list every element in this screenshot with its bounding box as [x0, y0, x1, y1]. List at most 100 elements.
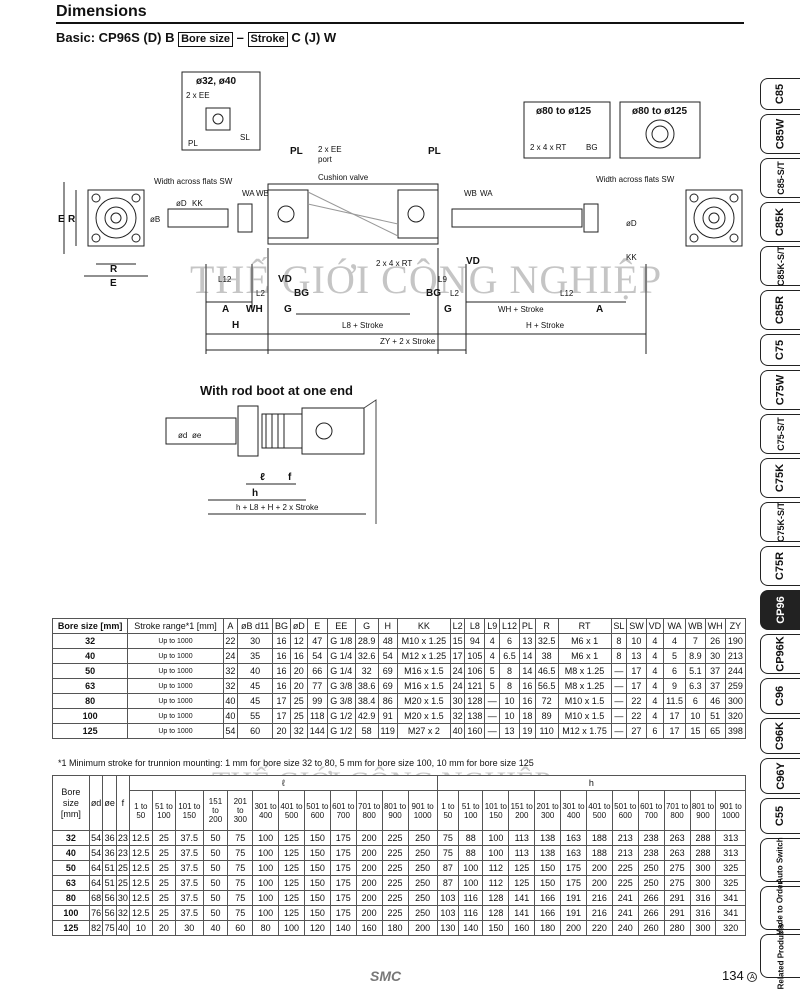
tab-c75r[interactable]: C75R — [760, 546, 800, 586]
tab-c85[interactable]: C85 — [760, 78, 800, 110]
table-cell: 4 — [645, 678, 664, 694]
t1-col-header: L8 — [464, 618, 486, 634]
table-cell: 191 — [560, 890, 587, 906]
table-cell: 6.3 — [685, 678, 706, 694]
tab-made-to-order[interactable]: Made to Order — [760, 881, 800, 935]
tab-cp96k[interactable]: CP96K — [760, 634, 800, 674]
table-cell: Up to 1000 — [127, 678, 224, 694]
table-cell: 4 — [645, 648, 664, 664]
table-cell: — — [610, 708, 628, 724]
table-cell: 26 — [704, 633, 726, 649]
tab-c85k[interactable]: C85K — [760, 202, 800, 242]
table-cell: 213 — [724, 648, 747, 664]
table-cell: 37.5 — [175, 845, 204, 861]
tab-label: C96Y — [774, 762, 787, 790]
table-cell: 16 — [519, 678, 536, 694]
table-cell: 250 — [407, 890, 438, 906]
label-ee-port: 2 x EE — [318, 145, 342, 154]
table-cell: 20 — [289, 678, 308, 694]
table-cell: M16 x 1.5 — [396, 663, 451, 679]
label-kk: KK — [192, 199, 203, 208]
table-cell: 100 — [458, 875, 484, 891]
drawing-labels: ø32, ø40 2 x EE PL SL PL 2 x EE port Cus… — [58, 76, 687, 512]
table-cell: 250 — [407, 830, 438, 846]
model-subtitle: Basic: CP96S (D) B Bore size – Stroke C … — [56, 30, 336, 47]
t2-range-header: 101 to 150 — [175, 790, 204, 831]
label-l9: L9 — [438, 275, 447, 284]
tab-c75-s-t[interactable]: C75-S/T — [760, 414, 800, 454]
table-cell: 138 — [534, 845, 562, 861]
table-cell: 19 — [519, 723, 536, 739]
t2-range-header: 151 to 200 — [508, 790, 536, 831]
table-cell: G 3/8 — [326, 678, 356, 694]
t2-range-header: 501 to 600 — [611, 790, 639, 831]
table-cell: 8.9 — [685, 648, 706, 664]
table-cell: 125 — [278, 890, 305, 906]
table-cell: 20 — [289, 663, 308, 679]
table-cell: 150 — [534, 860, 562, 876]
tab-c55[interactable]: C55 — [760, 798, 800, 834]
tab-cp96[interactable]: CP96 — [760, 590, 800, 630]
table-cell: 6 — [685, 693, 706, 709]
t1-col-header: Stroke range*1 [mm] — [127, 618, 224, 634]
table-cell: 175 — [329, 875, 357, 891]
tab-auto-switch[interactable]: Auto Switch — [760, 837, 800, 883]
table-cell: 241 — [611, 905, 639, 921]
tab-c75k[interactable]: C75K — [760, 458, 800, 498]
tab-c75w[interactable]: C75W — [760, 370, 800, 410]
table-cell: 316 — [689, 905, 717, 921]
table-cell: 20 — [151, 920, 177, 936]
label-wa-right: WA — [480, 189, 493, 198]
tab-label: C85R — [774, 295, 787, 325]
table-cell: 12.5 — [128, 890, 153, 906]
t2-range-header: 501 to 600 — [303, 790, 331, 831]
t2-head-oe: øe — [102, 775, 117, 831]
label-ee2: 2 x EE — [186, 91, 210, 100]
t2-range-header: 201 to 300 — [227, 790, 254, 831]
table-cell: 17 — [626, 663, 647, 679]
tab-c85r[interactable]: C85R — [760, 290, 800, 330]
table-cell: 250 — [637, 875, 665, 891]
table-cell: 213 — [611, 830, 639, 846]
t2-range-header: 301 to 400 — [252, 790, 280, 831]
label-wa-left: WA — [242, 189, 255, 198]
tab-c85w[interactable]: C85W — [760, 114, 800, 154]
table-cell: 51 — [704, 708, 726, 724]
label-rb-od: ød — [178, 431, 187, 440]
tab-c96[interactable]: C96 — [760, 678, 800, 714]
tab-c75k-s-t[interactable]: C75K-S/T — [760, 502, 800, 542]
tab-c85k-s-t[interactable]: C85K-S/T — [760, 246, 800, 286]
table-cell: 4 — [645, 708, 664, 724]
table-cell: 225 — [381, 830, 409, 846]
table-cell: 191 — [560, 905, 587, 921]
table-cell: 75 — [227, 830, 254, 846]
tab-c75[interactable]: C75 — [760, 334, 800, 366]
label-pl-left: PL — [290, 146, 303, 157]
footnote: *1 Minimum stroke for trunnion mounting:… — [58, 758, 534, 768]
table-cell: 12.5 — [128, 875, 153, 891]
table-cell: G 1/4 — [326, 663, 356, 679]
table-cell: 40 — [237, 663, 274, 679]
table-cell: 259 — [724, 678, 747, 694]
label-bore-small: ø32, ø40 — [196, 76, 236, 87]
table-cell: 225 — [381, 905, 409, 921]
tab-c96k[interactable]: C96K — [760, 718, 800, 754]
table-cell: 266 — [637, 905, 665, 921]
tab-related-products[interactable]: Related Products — [760, 923, 800, 989]
label-vd-right: VD — [466, 256, 480, 267]
table-cell: 65 — [704, 723, 726, 739]
table-cell: 100 — [252, 890, 280, 906]
table-cell: 160 — [464, 723, 486, 739]
table-cell: M8 x 1.25 — [557, 663, 612, 679]
table-cell: 54 — [306, 648, 328, 664]
tab-c85-s-t[interactable]: C85-S/T — [760, 158, 800, 198]
table-cell: 20 — [272, 723, 291, 739]
table-cell: 300 — [689, 860, 717, 876]
table-cell: 160 — [355, 920, 383, 936]
table-cell: 188 — [585, 830, 613, 846]
tab-c96y[interactable]: C96Y — [760, 758, 800, 794]
